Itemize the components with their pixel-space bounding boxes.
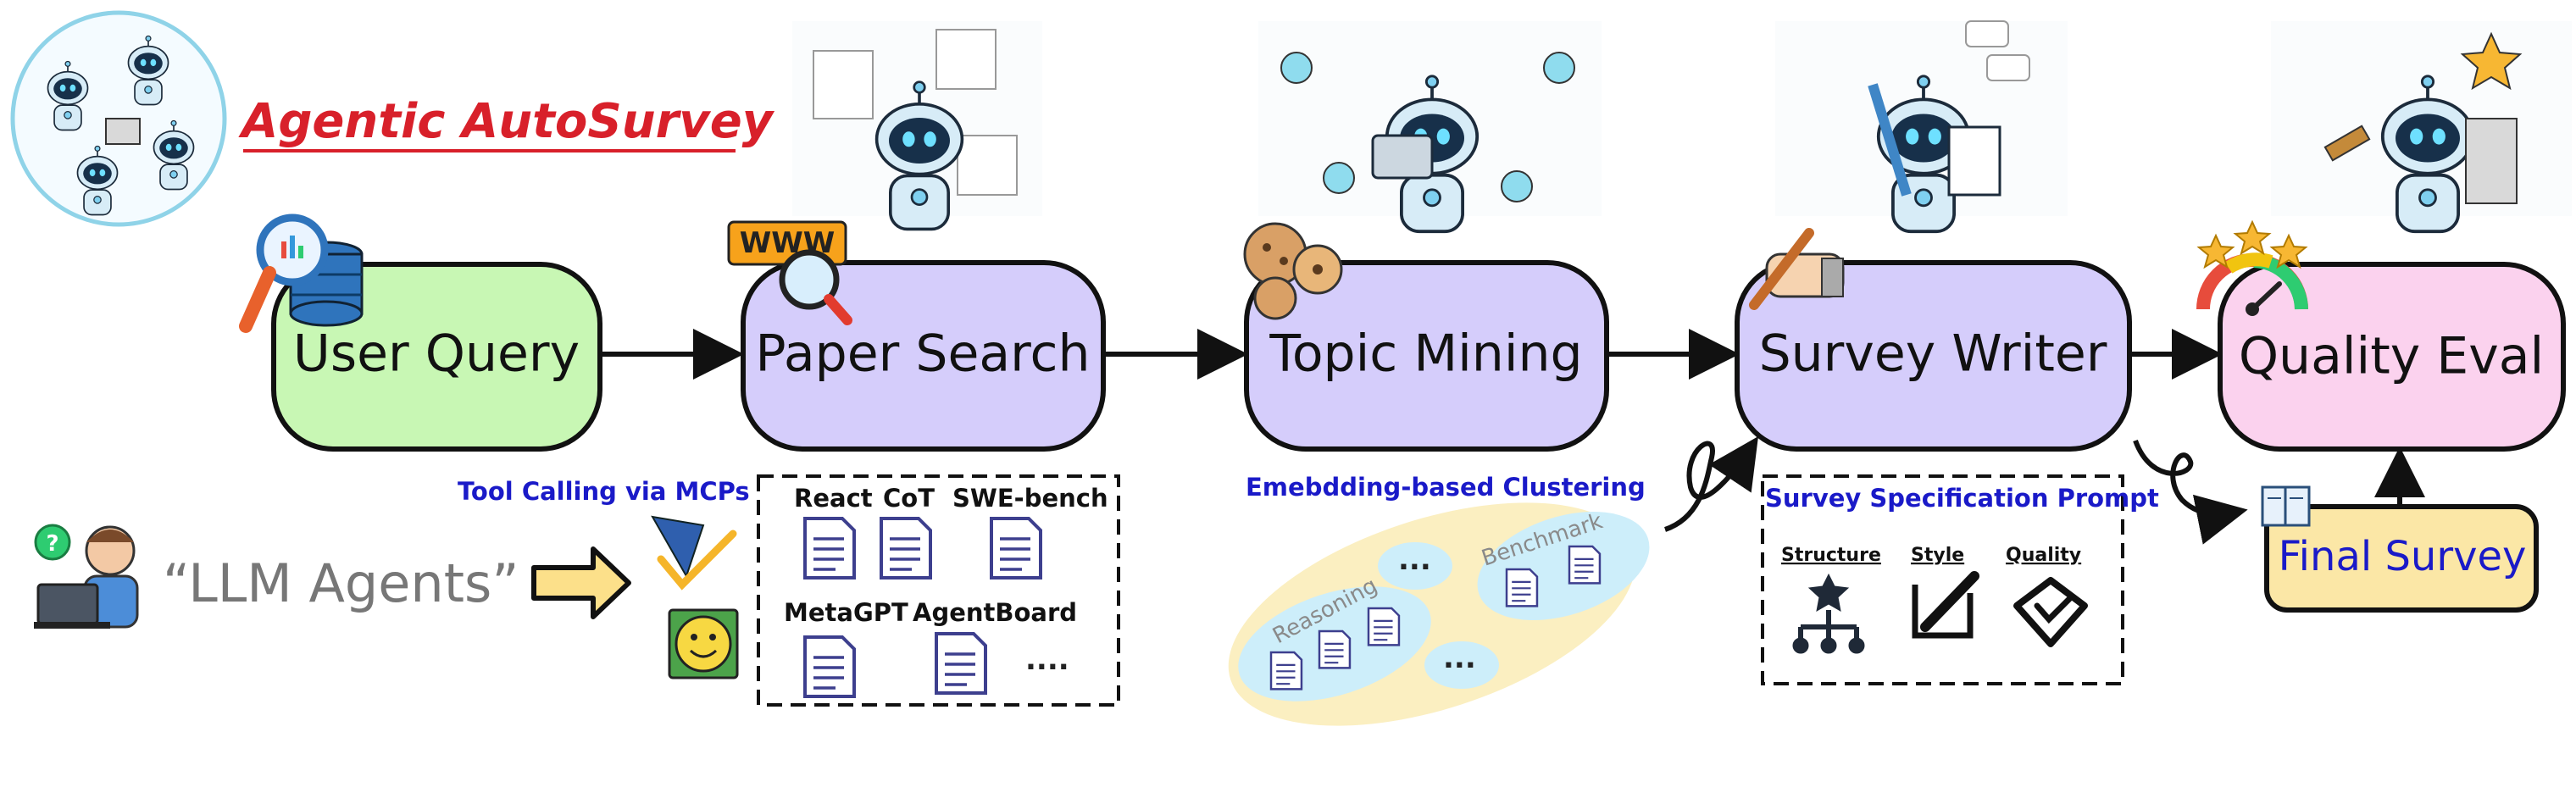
final-survey-label: Final Survey (2279, 533, 2527, 580)
paper-label-swe-bench: SWE-bench (952, 484, 1108, 513)
book-icon (2261, 485, 2311, 527)
www-icon: WWW (727, 220, 852, 325)
robot-writer-illustration (1775, 20, 2068, 234)
shield-check-icon (2013, 577, 2088, 647)
magnifier-icon (239, 214, 329, 333)
cluster-diagram (1228, 502, 1650, 726)
cookies-icon (1243, 222, 1343, 320)
quality-eval-label: Quality Eval (2239, 327, 2544, 386)
document-icon (990, 517, 1042, 580)
spec-item-structure: Structure (1781, 545, 1881, 566)
paper-label-metagpt: MetaGPT (784, 598, 908, 627)
pipeline-arrows (602, 329, 2425, 545)
tool-calling-label: Tool Calling via MCPs (458, 477, 750, 506)
document-icon (1367, 607, 1401, 646)
checkmark-icon (651, 515, 737, 591)
cluster-more-1: ... (1398, 543, 1431, 577)
document-icon (1568, 545, 1602, 585)
document-icon (935, 632, 987, 695)
robot-tablet-illustration (1258, 21, 1602, 234)
document-icon (803, 635, 856, 698)
robot-judge-illustration (2271, 21, 2572, 234)
brush-icon (1912, 571, 1979, 639)
paper-label-cot: CoT (883, 484, 935, 513)
diagram-title: Agentic AutoSurvey (238, 94, 775, 149)
hierarchy-icon (1792, 573, 1865, 654)
pen-hand-icon (1749, 228, 1845, 310)
document-icon (880, 517, 932, 580)
topic-mining-label: Topic Mining (1269, 324, 1582, 384)
star-icon (2196, 219, 2308, 269)
final-survey-box (2264, 504, 2539, 613)
spec-prompt-label: Survey Specification Prompt (1765, 484, 2159, 513)
clustering-label: Emebdding-based Clustering (1246, 473, 1646, 502)
document-icon (1269, 651, 1303, 690)
paper-more: .... (1025, 643, 1069, 677)
user-query-label: User Query (293, 324, 580, 384)
spec-item-quality: Quality (2006, 545, 2081, 566)
document-icon (1318, 629, 1352, 669)
robot-team-icon (10, 10, 227, 227)
gauge-icon (2196, 252, 2308, 316)
query-text: “LLM Agents” (163, 552, 519, 614)
svg-text:?: ? (46, 531, 58, 557)
paper-results-box (757, 474, 1120, 707)
paper-search-label: Paper Search (755, 324, 1090, 384)
robot-search-illustration (792, 21, 1042, 231)
smiley-icon (668, 608, 739, 679)
spec-item-style: Style (1911, 545, 1964, 566)
user-laptop-icon: ? (34, 524, 139, 629)
paper-label-react: React (794, 484, 873, 513)
spec-prompt-box (1761, 474, 2124, 685)
cluster-more-2: ... (1443, 641, 1476, 675)
document-icon (1505, 568, 1539, 607)
survey-writer-label: Survey Writer (1759, 324, 2107, 384)
arrow-right-icon (531, 546, 631, 619)
paper-label-agentboard: AgentBoard (913, 598, 1077, 627)
document-icon (803, 517, 856, 580)
